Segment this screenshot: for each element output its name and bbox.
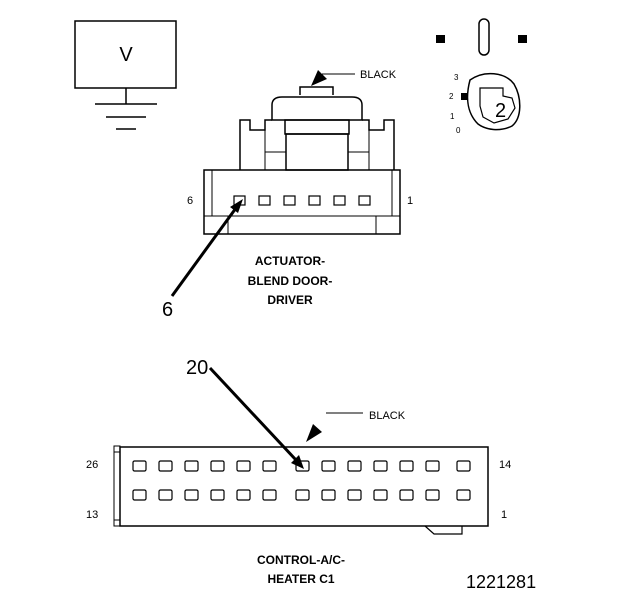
cavity bbox=[184, 489, 199, 501]
position-label-0: 0 bbox=[456, 126, 461, 135]
cavity bbox=[295, 489, 310, 501]
cavity bbox=[262, 489, 277, 501]
voltmeter-symbol: V bbox=[119, 44, 133, 66]
pin-number-bottom-right: 1 bbox=[501, 509, 507, 521]
cavity bbox=[158, 489, 173, 501]
cavity bbox=[373, 460, 388, 472]
pin-number-left: 6 bbox=[187, 195, 193, 207]
pin-number-top-left: 26 bbox=[86, 459, 98, 471]
connector-name-line1: CONTROL-A/C- bbox=[257, 553, 345, 567]
cavity bbox=[358, 195, 371, 206]
figure-number: 1221281 bbox=[466, 572, 536, 592]
cavity bbox=[308, 195, 321, 206]
cavity bbox=[347, 460, 362, 472]
cavity bbox=[425, 489, 440, 501]
wire-color-label: BLACK bbox=[369, 410, 406, 422]
position-label-1: 1 bbox=[450, 112, 455, 121]
terminal-outline-icon bbox=[466, 72, 521, 131]
cavity-row-top bbox=[132, 460, 471, 472]
cavity bbox=[236, 460, 251, 472]
voltmeter-icon: V bbox=[74, 20, 177, 130]
cavity bbox=[184, 460, 199, 472]
cavity bbox=[456, 489, 471, 501]
connector-control-heater: BLACK bbox=[86, 357, 511, 586]
cavity bbox=[210, 489, 225, 501]
cavity bbox=[210, 460, 225, 472]
connector-name-line2: HEATER C1 bbox=[267, 572, 334, 586]
cavity bbox=[373, 489, 388, 501]
cavity bbox=[283, 195, 296, 206]
connector-actuator: BLACK 6 1 bbox=[162, 69, 413, 321]
cavity bbox=[456, 460, 471, 472]
cavity bbox=[132, 460, 147, 472]
cavity bbox=[399, 489, 414, 501]
connector-name-line3: DRIVER bbox=[267, 293, 313, 307]
pin-number-top-right: 14 bbox=[499, 459, 511, 471]
cavity bbox=[399, 460, 414, 472]
cavity bbox=[333, 195, 346, 206]
probe-tip-icon bbox=[478, 18, 490, 56]
cavity bbox=[425, 460, 440, 472]
cavity bbox=[236, 489, 251, 501]
pin-number-right: 1 bbox=[407, 195, 413, 207]
probe-callout: 2 bbox=[495, 100, 506, 122]
cavity bbox=[321, 460, 336, 472]
cavity-row-bottom bbox=[132, 489, 471, 501]
cavity-callout: 20 bbox=[186, 357, 208, 379]
pin-number-bottom-left: 13 bbox=[86, 509, 98, 521]
cavity-callout: 6 bbox=[162, 299, 173, 321]
cavity-row bbox=[233, 195, 371, 206]
connector-name-line2: BLEND DOOR- bbox=[248, 274, 333, 288]
probe-detail: 3 2 1 0 2 bbox=[436, 18, 527, 135]
connector-name-line1: ACTUATOR- bbox=[255, 254, 325, 268]
cavity bbox=[258, 195, 271, 206]
cavity bbox=[295, 460, 310, 472]
ground-icon bbox=[95, 103, 157, 130]
wire-color-label: BLACK bbox=[360, 69, 397, 81]
cavity bbox=[347, 489, 362, 501]
position-label-3: 3 bbox=[454, 73, 459, 82]
cavity bbox=[262, 460, 277, 472]
cavity bbox=[132, 489, 147, 501]
cavity bbox=[158, 460, 173, 472]
cavity bbox=[321, 489, 336, 501]
position-label-2: 2 bbox=[449, 92, 454, 101]
